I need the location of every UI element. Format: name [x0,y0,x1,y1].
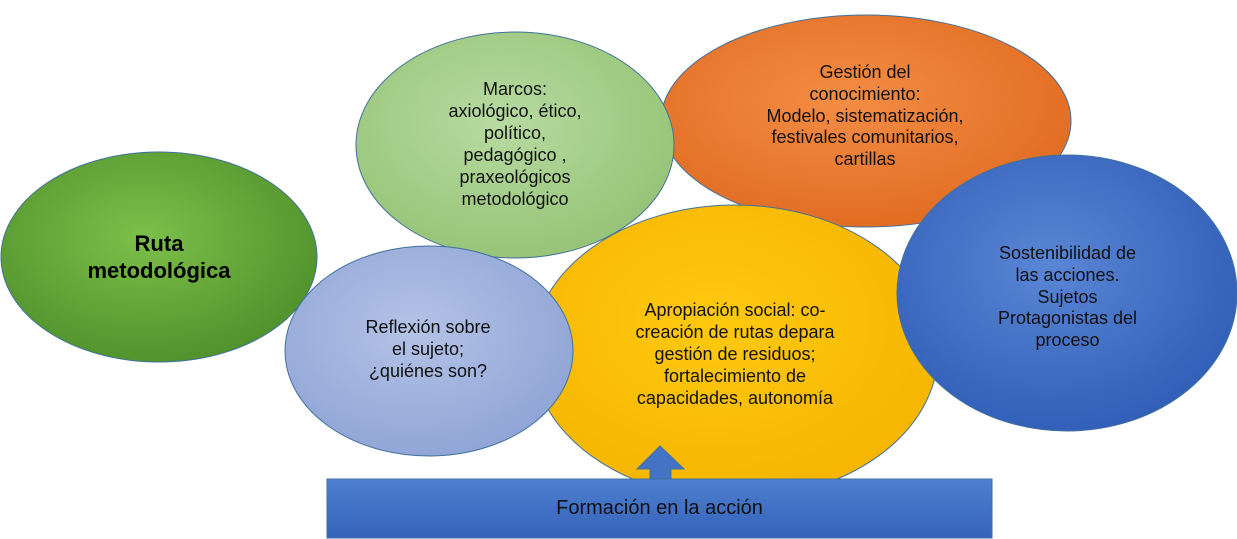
node-sostenibilidad-label: Sostenibilidad de las acciones. Sujetos … [950,225,1185,370]
marcos-line-1: Marcos: [482,79,547,100]
marcos-line-2: axiológico, ético, [448,101,582,122]
node-reflexion-label: Reflexión sobre el sujeto; ¿quiénes son? [325,300,531,400]
formacion-bar-label: Formación en la acción [327,480,992,537]
node-marcos-label: Marcos: axiológico, ético, político, ped… [395,60,635,230]
gestion-line-4: festivales comunitarios, [771,127,959,148]
reflexion-line-1: Reflexión sobre [365,317,491,338]
node-sostenibilidad-shape [896,154,1237,432]
marcos-line-4: pedagógico , [463,145,567,165]
marcos-line-6: metodológico [461,188,569,209]
formacion-bar-shape [326,478,993,539]
sostenibilidad-line-5: proceso [1035,330,1100,351]
node-ruta-label: Ruta metodológica [40,215,278,301]
apropiacion-line-3: gestión de residuos; [654,344,816,365]
sostenibilidad-line-1: Sostenibilidad de [998,242,1137,263]
apropiacion-line-4: fortalecimiento de [663,365,807,386]
node-marcos-shape [355,31,675,259]
ruta-line-2: metodológica [87,258,231,283]
sostenibilidad-line-2: las acciones. [1015,264,1120,285]
formacion-text: Formación en la acción [556,497,763,520]
node-apropiacion-label: Apropiación social: co- creación de ruta… [590,280,880,430]
node-reflexion-shape [284,245,574,457]
apropiacion-line-5: capacidades, autonomía [636,387,834,408]
gestion-line-1: Gestión del [819,61,911,82]
gestion-line-3: Modelo, sistematización, [766,105,964,126]
reflexion-line-3: ¿quiénes son? [368,360,488,381]
marcos-line-5: praxeológicos [459,166,571,187]
reflexion-line-2: el sujeto; [391,339,465,360]
gestion-line-5: cartillas [834,149,896,170]
gestion-line-2: conocimiento: [809,83,921,104]
sostenibilidad-line-3: Sujetos [1037,286,1098,307]
apropiacion-line-2: creación de rutas depara [635,322,835,343]
marcos-line-3: político, [483,123,547,144]
apropiacion-line-1: Apropiación social: co- [644,300,826,321]
node-ruta-shape [0,151,318,363]
sostenibilidad-line-4: Protagonistas del [997,308,1138,329]
ruta-line-1: Ruta [134,231,184,257]
node-gestion-label: Gestión del conocimiento: Modelo, sistem… [720,44,1010,189]
